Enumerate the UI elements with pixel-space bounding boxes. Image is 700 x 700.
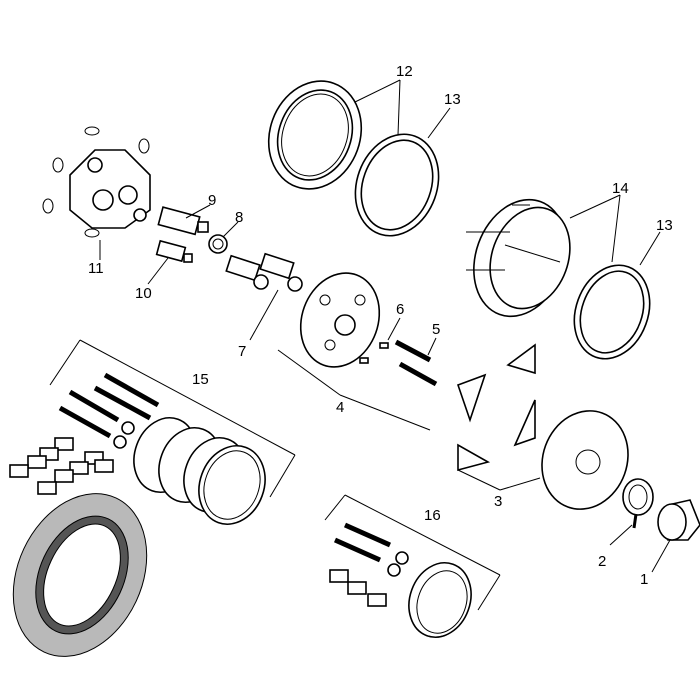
callout-6: 6: [396, 301, 404, 318]
part-1-handle-knob: [657, 499, 700, 541]
part-2-lever-ring: [622, 478, 654, 529]
callout-16: 16: [424, 507, 441, 524]
callout-labels: 12 13 14 13 11 10 9 8 7 6 5 4 3 2 1 15 1…: [88, 63, 673, 588]
part-8-nut: [208, 234, 228, 254]
part-11-valve-body: [42, 126, 151, 238]
callout-8: 8: [235, 209, 243, 226]
callout-2: 2: [598, 553, 606, 570]
part-7-extensions: [225, 252, 303, 292]
callout-3: 3: [494, 493, 502, 510]
part-14-spacer-housing: [466, 198, 571, 318]
callout-13-top: 13: [444, 91, 461, 108]
callout-7: 7: [238, 343, 246, 360]
callout-13-right: 13: [656, 217, 673, 234]
part-3-escutcheon-cover: [541, 410, 629, 510]
callout-4: 4: [336, 399, 344, 416]
callout-14: 14: [612, 180, 629, 197]
callout-10: 10: [135, 285, 152, 302]
part-9-cartridge: [157, 206, 209, 236]
part-15-extension-kit: [9, 372, 266, 525]
callout-15: 15: [192, 371, 209, 388]
part-6-screws: [359, 342, 389, 364]
callout-9: 9: [208, 192, 216, 209]
part-16-short-extension-kit: [329, 522, 472, 638]
part-10-cartridge: [155, 239, 193, 263]
leader-lines: [49, 79, 671, 611]
callout-1: 1: [640, 571, 648, 588]
part-5-long-screws: [394, 339, 438, 387]
part-15-clips: [9, 437, 114, 495]
part-15-extension-sleeves: [133, 417, 266, 525]
part-12-trim-ring: [267, 80, 363, 190]
part-13-gasket-ring-right: [573, 264, 651, 360]
part-3-plate-segments: [456, 343, 536, 472]
callout-11: 11: [88, 260, 104, 277]
part-4-mounting-plate: [299, 272, 381, 368]
large-gasket: [12, 493, 148, 657]
callout-12: 12: [396, 63, 413, 80]
part-13-gasket-ring-top: [354, 133, 440, 237]
callout-5: 5: [432, 321, 440, 338]
